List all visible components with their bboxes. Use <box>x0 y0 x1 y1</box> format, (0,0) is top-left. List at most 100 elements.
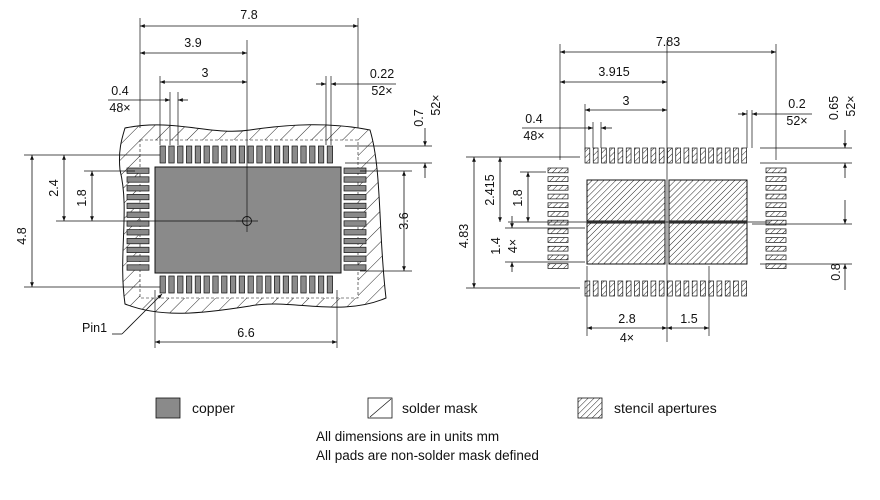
stencil-pad <box>547 193 569 200</box>
dim-gap-height-r: 1.4 <box>489 237 503 254</box>
dim-pad-span-r: 3 <box>623 94 630 108</box>
copper-pad <box>177 145 184 164</box>
right-pads-right <box>765 167 787 269</box>
copper-pad <box>256 275 263 294</box>
note-pads: All pads are non-solder mask defined <box>316 448 539 463</box>
stencil-pad <box>642 280 648 297</box>
copper-pad <box>274 145 281 164</box>
stencil-pad <box>547 245 569 252</box>
copper-pad <box>126 185 150 192</box>
dim-right-height: 3.6 <box>397 212 411 229</box>
copper-pad <box>326 275 333 294</box>
copper-pad <box>168 145 175 164</box>
copper-pad <box>126 176 150 183</box>
stencil-pad <box>683 280 690 297</box>
dim-half-height-r: 2.415 <box>483 174 497 205</box>
dim-pad-count-r: 52× <box>786 114 807 128</box>
stencil-pad <box>733 280 739 297</box>
legend-stencil-swatch <box>577 397 603 419</box>
copper-pad <box>343 194 367 201</box>
copper-pad <box>168 275 175 294</box>
copper-pad <box>230 145 237 164</box>
copper-pad <box>343 211 367 218</box>
dim-aperture-count-r: 4× <box>620 331 634 345</box>
stencil-pad <box>683 147 690 164</box>
stencil-pad <box>650 280 657 297</box>
stencil-pad <box>741 147 747 164</box>
stencil-pad <box>765 202 787 208</box>
copper-pad <box>238 275 245 294</box>
copper-pad <box>256 145 263 164</box>
copper-pad <box>343 264 367 271</box>
stencil-pad <box>741 280 747 297</box>
right-footprint: 7.83 3.915 3 0.4 48× 0.2 52× 0.65 52× 4.… <box>457 35 858 345</box>
copper-pad <box>126 264 150 271</box>
stencil-pad <box>547 211 569 217</box>
copper-pad <box>126 255 150 262</box>
stencil-pad <box>700 280 706 297</box>
stencil-pad <box>609 147 615 164</box>
copper-pad <box>230 275 237 294</box>
copper-pad <box>186 145 193 164</box>
copper-pad <box>343 176 367 183</box>
dim-half-height: 2.4 <box>47 179 61 196</box>
stencil-pad <box>547 219 569 226</box>
copper-pad <box>126 220 150 227</box>
dim-pitch-r: 0.4 <box>525 112 542 126</box>
dim-pad-span: 3 <box>202 66 209 80</box>
stencil-pad <box>547 263 569 269</box>
stencil-pad <box>667 280 673 297</box>
dim-pad-width: 0.22 <box>370 67 394 81</box>
stencil-pad <box>700 147 706 164</box>
stencil-pad <box>584 280 591 297</box>
stencil-pad <box>592 147 599 164</box>
stencil-pad <box>724 280 731 297</box>
stencil-pad <box>724 147 731 164</box>
dim-pad-length: 0.7 <box>412 109 426 126</box>
left-pads-top <box>159 145 333 164</box>
dim-pad-length-count-r: 52× <box>844 95 858 116</box>
copper-pad <box>194 275 201 294</box>
stencil-pad <box>708 280 714 297</box>
copper-pad <box>343 202 367 209</box>
stencil-aperture-bl <box>586 222 666 265</box>
stencil-pad <box>765 211 787 217</box>
stencil-pad <box>765 176 787 182</box>
stencil-pad <box>625 147 632 164</box>
copper-pad <box>309 275 316 294</box>
right-pads-left <box>547 167 569 269</box>
copper-pad <box>126 202 150 209</box>
copper-pad <box>177 275 184 294</box>
copper-pad <box>343 220 367 227</box>
stencil-pad <box>601 280 607 297</box>
copper-pad <box>221 145 228 164</box>
legend-copper-swatch <box>155 397 181 419</box>
stencil-pad <box>592 280 599 297</box>
stencil-pad <box>765 263 787 269</box>
copper-pad <box>247 275 254 294</box>
stencil-pad <box>667 147 673 164</box>
stencil-pad <box>658 147 665 164</box>
dim-right-height-r: 0.8 <box>829 263 843 280</box>
stencil-aperture-tr <box>668 179 748 222</box>
copper-pad <box>126 211 150 218</box>
dim-pad-count: 52× <box>371 84 392 98</box>
stencil-pad <box>765 167 787 174</box>
stencil-pad <box>675 280 681 297</box>
stencil-pad <box>625 280 632 297</box>
stencil-pad <box>765 254 787 261</box>
stencil-pad <box>765 228 787 235</box>
stencil-pad <box>765 193 787 200</box>
dim-height-total-r: 4.83 <box>457 224 471 248</box>
left-pads-bottom <box>159 275 333 294</box>
copper-pad <box>265 275 272 294</box>
stencil-pad <box>650 147 657 164</box>
stencil-pad <box>691 280 698 297</box>
copper-pad <box>247 145 254 164</box>
copper-pad <box>194 145 201 164</box>
dim-inner-height-r: 1.8 <box>511 189 525 206</box>
copper-pad <box>318 275 325 294</box>
stencil-pad <box>765 219 787 226</box>
stencil-pad <box>716 280 723 297</box>
